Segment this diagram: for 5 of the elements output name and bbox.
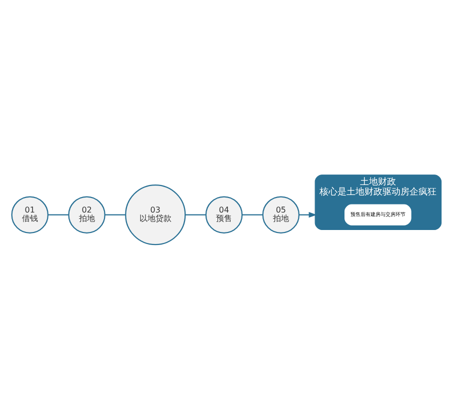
connector: [184, 214, 206, 216]
connector: [104, 214, 125, 216]
connector: [48, 214, 68, 216]
arrow: [298, 212, 316, 218]
connector: [242, 214, 262, 216]
